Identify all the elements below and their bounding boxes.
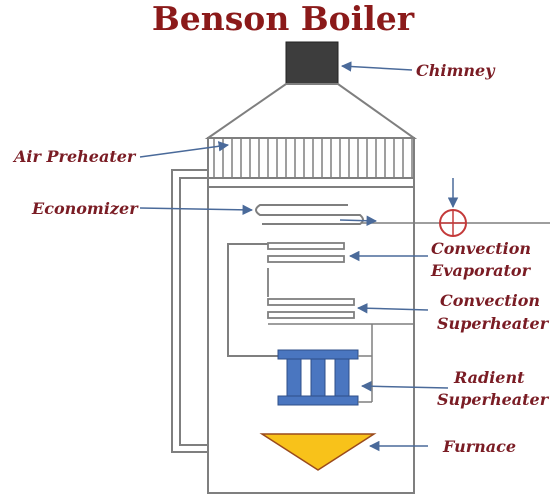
label-convection-superheater-2: Superheater <box>437 314 550 333</box>
label-air-preheater: Air Preheater <box>12 147 137 166</box>
air-preheater-arrow <box>139 141 230 158</box>
furnace <box>259 433 377 471</box>
economizer-arrow <box>139 204 254 216</box>
label-radient-superheater-2: Superheater <box>437 390 550 409</box>
convection-evaporator <box>267 242 345 263</box>
air-preheater <box>213 138 413 178</box>
label-convection-evaporator-2: Evaporator <box>430 261 532 280</box>
outer-bypass-pipe <box>171 169 208 453</box>
convection-superheater-arrow <box>356 303 429 314</box>
internal-riser-pipe <box>227 243 278 357</box>
label-economizer: Economizer <box>31 199 139 218</box>
economizer-out-arrow <box>339 215 378 226</box>
diagram-title: Benson Boiler <box>152 0 415 38</box>
label-convection-superheater-1: Convection <box>440 291 540 310</box>
boiler-body <box>207 137 415 494</box>
chimney <box>285 41 339 85</box>
radient-superheater-arrow <box>360 380 449 392</box>
chimney-arrow <box>340 61 413 72</box>
label-convection-evaporator-1: Convection <box>431 239 531 258</box>
label-furnace: Furnace <box>442 437 516 456</box>
economizer-coil <box>255 204 364 225</box>
label-chimney: Chimney <box>416 61 496 80</box>
boiler-roof <box>204 83 418 139</box>
convection-superheater <box>267 298 355 319</box>
radiant-superheater <box>277 349 359 406</box>
label-radient-superheater-1: Radient <box>453 368 525 387</box>
